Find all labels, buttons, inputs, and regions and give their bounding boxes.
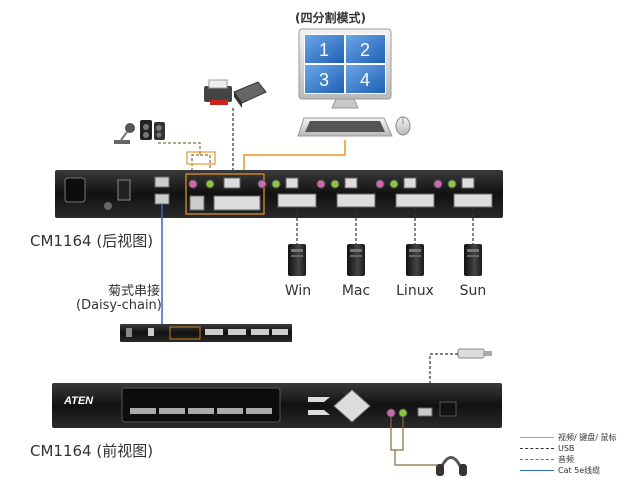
rear-view-title: CM1164 (后视图) [30, 232, 154, 250]
rear-panel [55, 170, 503, 218]
mic-port-icon [188, 179, 198, 189]
navigation-button-icon [333, 389, 371, 423]
keyboard-icon [297, 117, 393, 137]
quadrant-3-label: 3 [319, 70, 329, 90]
legend-item-usb: USB [520, 443, 638, 454]
computer-label-sun: Sun [459, 283, 487, 299]
computer-port-group-win [257, 177, 317, 208]
printer-icon [204, 79, 232, 105]
daisy-chain-label: 菊式串接 [108, 284, 161, 299]
mouse-icon [395, 116, 411, 136]
chain-out-port-icon [154, 193, 170, 205]
daisy-chain-sublabel: (Daisy-chain) [76, 298, 162, 313]
legend-label: 视频/ 键盘/ 鼠标 [558, 433, 617, 442]
chain-in-port-icon [154, 176, 170, 188]
power-socket-icon [64, 177, 86, 203]
computer-label-win: Win [284, 283, 312, 299]
front-view-title: CM1164 (前视图) [30, 442, 154, 460]
quadrant-1 [305, 35, 344, 63]
computer-port-group-linux [375, 177, 435, 208]
computer-label-mac: Mac [341, 283, 371, 299]
legend-line [520, 470, 554, 471]
quadrant-4 [346, 65, 385, 93]
legend-label: USB [558, 444, 575, 453]
computer-port-group-sun [433, 177, 493, 208]
headset-icon [436, 456, 467, 476]
quadrant-2 [346, 35, 385, 63]
legend: 视频/ 键盘/ 鼠标 USB 音频 Cat 5e线缆 [520, 432, 638, 476]
usb-hub-port-icon [223, 177, 241, 189]
legend-item-cat5e: Cat 5e线缆 [520, 465, 638, 476]
monitor-icon: 1 2 3 4 [298, 28, 392, 109]
speaker-port-icon [205, 179, 215, 189]
aten-logo: ATEN [63, 395, 94, 407]
quadrant-1-label: 1 [319, 40, 329, 60]
front-panel: ATEN [52, 383, 502, 428]
usb-drive-icon [457, 348, 492, 359]
legend-line [520, 459, 554, 460]
legend-label: 音频 [558, 455, 574, 464]
quadrant-2-label: 2 [360, 40, 370, 60]
legend-item-video: 视频/ 键盘/ 鼠标 [520, 432, 638, 443]
legend-item-audio: 音频 [520, 454, 638, 465]
quadrant-3 [305, 65, 344, 93]
computer-mac-icon [347, 244, 365, 276]
quadrant-4-label: 4 [360, 70, 370, 90]
legend-line [520, 448, 554, 449]
speakers-icon [140, 120, 165, 140]
microphone-icon [114, 123, 135, 144]
computer-win-icon [288, 244, 306, 276]
computer-sun-icon [464, 244, 482, 276]
legend-line [520, 437, 554, 438]
scanner-icon [233, 81, 267, 108]
computer-port-group-mac [316, 177, 376, 208]
computer-label-linux: Linux [396, 283, 434, 299]
chained-unit-icon [120, 324, 292, 342]
console-video-port-icon [213, 195, 261, 211]
legend-label: Cat 5e线缆 [558, 466, 601, 475]
computer-linux-icon [406, 244, 424, 276]
power-switch-icon [117, 179, 131, 201]
display-mode-label: (四分割模式) [295, 11, 366, 25]
